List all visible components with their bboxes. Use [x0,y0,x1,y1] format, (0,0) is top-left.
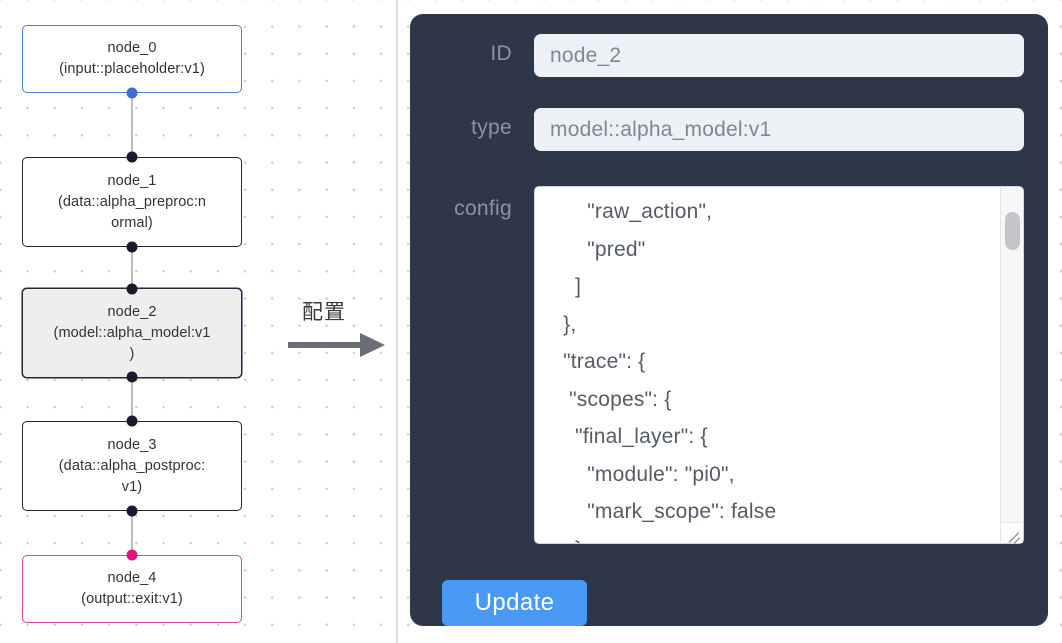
config-textarea[interactable] [534,186,1024,544]
port-node_0-output[interactable] [126,87,138,99]
type-field-label: type [471,116,512,139]
graph-node-label: node_3 (data::alpha_postproc: v1) [58,436,206,495]
panel-divider [396,0,398,643]
graph-node-label: node_0 (input::placeholder:v1) [59,40,205,77]
annotation-group: 配置 [288,296,392,362]
id-input[interactable] [534,34,1024,77]
port-node_4-input[interactable] [126,549,138,561]
arrow-right-icon [288,333,385,357]
graph-node-label: node_4 (output::exit:v1) [81,570,183,607]
edge-node1-node2 [131,247,133,311]
field-row-config: config [430,186,1024,544]
annotation-label: 配置 [302,300,346,324]
config-textarea-wrapper [534,186,1024,544]
update-button[interactable]: Update [442,580,587,626]
graph-node-node_2[interactable]: node_2 (model::alpha_model:v1 ) [22,288,242,378]
type-input[interactable] [534,108,1024,151]
edge-node3-node4 [131,511,133,555]
graph-node-node_3[interactable]: node_3 (data::alpha_postproc: v1) [22,421,242,511]
config-textarea-scrollbar-thumb[interactable] [1005,212,1020,250]
port-node_3-input[interactable] [126,415,138,427]
node-config-panel: ID type config Update [410,14,1048,626]
field-row-id: ID [430,34,1024,77]
port-node_3-output[interactable] [126,505,138,517]
port-node_2-output[interactable] [126,371,138,383]
port-node_1-input[interactable] [126,151,138,163]
config-field-label: config [454,197,512,220]
field-row-type: type [430,108,1024,151]
id-field-label: ID [490,42,512,65]
edge-node0-node1 [131,93,133,157]
graph-node-label: node_1 (data::alpha_preproc:n ormal) [57,172,207,231]
graph-node-node_0[interactable]: node_0 (input::placeholder:v1) [22,25,242,93]
graph-node-node_4[interactable]: node_4 (output::exit:v1) [22,555,242,623]
graph-node-label: node_2 (model::alpha_model:v1 ) [53,303,211,362]
graph-node-node_1[interactable]: node_1 (data::alpha_preproc:n ormal) [22,157,242,247]
resize-grip-icon[interactable] [1001,522,1023,543]
port-node_2-input[interactable] [126,283,138,295]
edge-node2-node3 [131,377,133,421]
port-node_1-output[interactable] [126,241,138,253]
config-textarea-scrollbar[interactable] [1000,188,1022,542]
